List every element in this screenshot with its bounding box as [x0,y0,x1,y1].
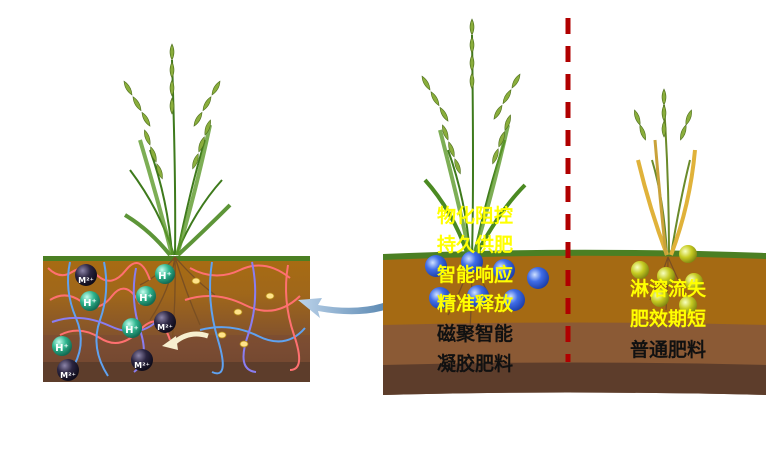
ion-layer: M²⁺ H⁺ H⁺ H⁺ H⁺ M²⁺ H⁺ M²⁺ M²⁺ [52,264,176,381]
proton-ion: H⁺ [136,286,156,306]
normal-fertilizer-name: 普通肥料 [630,338,706,361]
left-wheat-plant [121,43,232,346]
svg-text:M²⁺: M²⁺ [157,323,173,332]
feature-label: 物化阻控 [437,204,513,227]
smart-fertilizer-features: 物化阻控 持久供肥 智能响应 精准释放 [437,204,514,315]
metal-ion: M²⁺ [75,264,97,286]
smart-fertilizer-beads [425,251,549,311]
metal-ion: M²⁺ [131,349,153,371]
proton-ion: H⁺ [122,318,142,338]
feature-label: 持久供肥 [437,233,513,256]
svg-text:H⁺: H⁺ [139,293,153,304]
smart-fertilizer-name: 磁聚智能 凝胶肥料 [437,322,513,375]
svg-text:H⁺: H⁺ [55,343,69,354]
proton-ion: H⁺ [155,264,175,284]
drawback-label: 肥效期短 [630,307,706,330]
product-label: 磁聚智能 [437,322,513,345]
normal-fertilizer-wheat-plant [632,88,697,311]
normal-fertilizer-drawbacks: 淋溶流失 肥效期短 [630,277,707,330]
product-label: 普通肥料 [630,338,706,361]
metal-ion: M²⁺ [57,359,79,381]
svg-text:H⁺: H⁺ [158,271,172,282]
normal-fertilizer-beads [631,245,703,314]
svg-text:M²⁺: M²⁺ [134,361,150,370]
proton-ion: H⁺ [52,336,72,356]
uptake-arrow-head [162,336,178,350]
svg-text:H⁺: H⁺ [83,298,97,309]
uptake-arrow [173,331,209,345]
proton-ion: H⁺ [80,291,100,311]
feature-label: 精准释放 [437,292,514,315]
svg-text:H⁺: H⁺ [125,325,139,336]
feature-label: 智能响应 [437,263,513,286]
metal-ion: M²⁺ [154,311,176,333]
drawback-label: 淋溶流失 [630,277,707,300]
network-crosslinks [191,277,275,348]
product-label: 凝胶肥料 [437,352,513,375]
svg-text:M²⁺: M²⁺ [78,276,94,285]
svg-text:M²⁺: M²⁺ [60,371,76,380]
